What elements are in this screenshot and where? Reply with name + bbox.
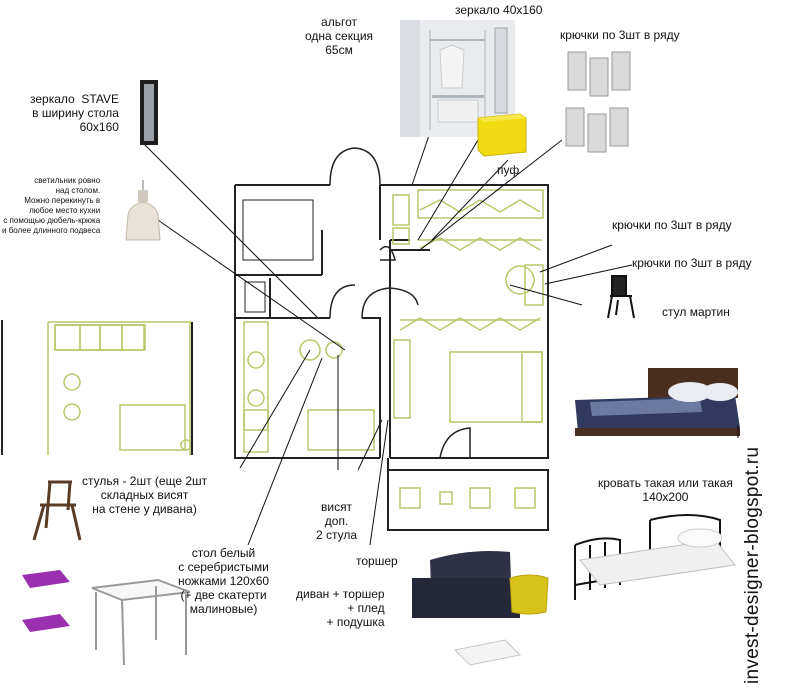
pouf-icon [477,113,527,157]
floor-plan [234,147,549,531]
label-mirror-stave: зеркало STAVE в ширину стола 60х160 [30,92,119,134]
sofa-icon [412,551,520,618]
wardrobe-icon [400,20,515,137]
cushion-icon [509,574,549,615]
plan-furniture [243,189,544,509]
label-hooks-right-1: крючки по 3шт в ряду [612,218,732,232]
mirror-icon [140,80,158,145]
blanket-icon [453,639,522,666]
label-sofa: диван + торшер + плед + подушка [296,587,385,629]
label-pouf: пуф [497,163,520,177]
watermark: invest-designer-blogspot.ru [742,446,763,684]
label-algot: альгот одна секция 65см [305,15,374,57]
leader-lines [139,79,633,546]
label-hooks-top: крючки по 3шт в ряду [560,28,680,42]
label-chair-martin: стул мартин [662,305,730,319]
label-hooks-right-2: крючки по 3шт в ряду [632,256,752,270]
label-table: стол белый с серебристыми ножками 120х60… [178,546,270,616]
label-chairs: стулья - 2шт (еще 2шт складных висят на … [82,474,208,516]
label-lamp: светильник ровно над столом. Можно перек… [2,176,101,235]
bed-icon [574,368,740,600]
table-icon [91,578,191,666]
label-torsher: торшер [356,554,398,568]
label-mirror-40: зеркало 40х160 [455,3,543,17]
wall-hooks-icon [565,51,631,153]
chair-icon [607,275,635,319]
folding-chair-icon [32,480,82,541]
label-bed: кровать такая или такая 140х200 [598,476,733,504]
kitchen-plan [47,321,192,455]
pendant-lamp-icon [125,180,161,241]
tablecloth-icon [22,570,70,632]
label-hang-chairs: висят доп. 2 стула [316,500,358,542]
